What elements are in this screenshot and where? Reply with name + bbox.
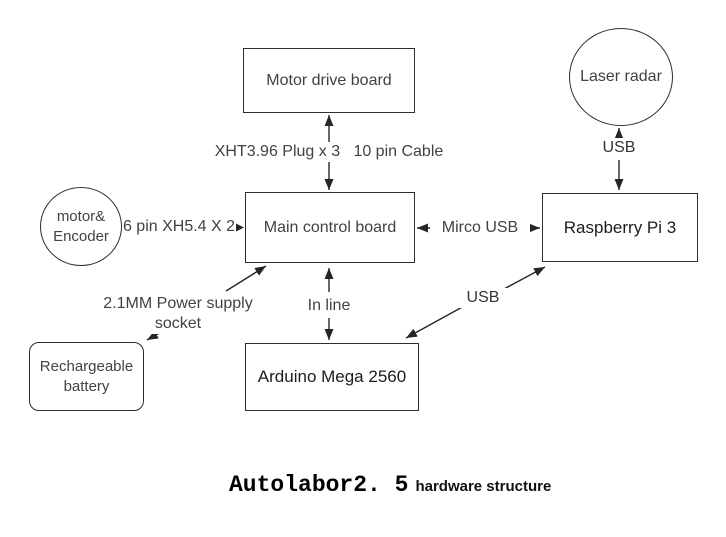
node-motor-encoder-label-line1: motor& bbox=[56, 207, 106, 225]
node-laser-radar: Laser radar bbox=[569, 28, 673, 126]
label-six-pin: 6 pin XH5.4 X 2 bbox=[122, 217, 236, 237]
arrow-power-up bbox=[225, 265, 267, 292]
node-motor-encoder: motor& Encoder bbox=[40, 187, 122, 266]
arrow-usb-diag-up bbox=[503, 266, 546, 290]
label-usb-laser: USB bbox=[594, 138, 644, 158]
label-usb-arduino: USB bbox=[458, 288, 508, 308]
node-laser-radar-label: Laser radar bbox=[580, 68, 662, 85]
node-rechargeable-battery: Rechargeable battery bbox=[29, 342, 144, 411]
node-main-control-board-label: Main control board bbox=[263, 218, 397, 236]
node-motor-drive-board: Motor drive board bbox=[243, 48, 415, 113]
arrow-usb-diag-down bbox=[405, 304, 467, 339]
node-motor-drive-board-label: Motor drive board bbox=[266, 71, 392, 89]
diagram-title: Autolabor2. 5 hardware structure bbox=[229, 472, 551, 498]
label-xht-cable: XHT3.96 Plug x 3 10 pin Cable bbox=[213, 142, 445, 162]
label-power-socket: 2.1MM Power supply socket bbox=[78, 294, 278, 334]
node-battery-label-line2: battery bbox=[63, 377, 110, 395]
node-motor-encoder-label-line2: Encoder bbox=[53, 227, 109, 245]
node-arduino-mega-label: Arduino Mega 2560 bbox=[257, 367, 407, 386]
label-mirco-usb: Mirco USB bbox=[430, 218, 530, 238]
arrow-sixpin-head bbox=[235, 223, 244, 232]
label-in-line: In line bbox=[299, 296, 359, 316]
node-raspberry-pi: Raspberry Pi 3 bbox=[542, 193, 698, 262]
title-suffix: hardware structure bbox=[415, 478, 552, 495]
node-main-control-board: Main control board bbox=[245, 192, 415, 263]
node-battery-label-line1: Rechargeable bbox=[39, 357, 134, 375]
title-brand: Autolabor2. 5 bbox=[229, 472, 409, 498]
node-raspberry-pi-label: Raspberry Pi 3 bbox=[563, 217, 677, 237]
node-arduino-mega: Arduino Mega 2560 bbox=[245, 343, 419, 411]
